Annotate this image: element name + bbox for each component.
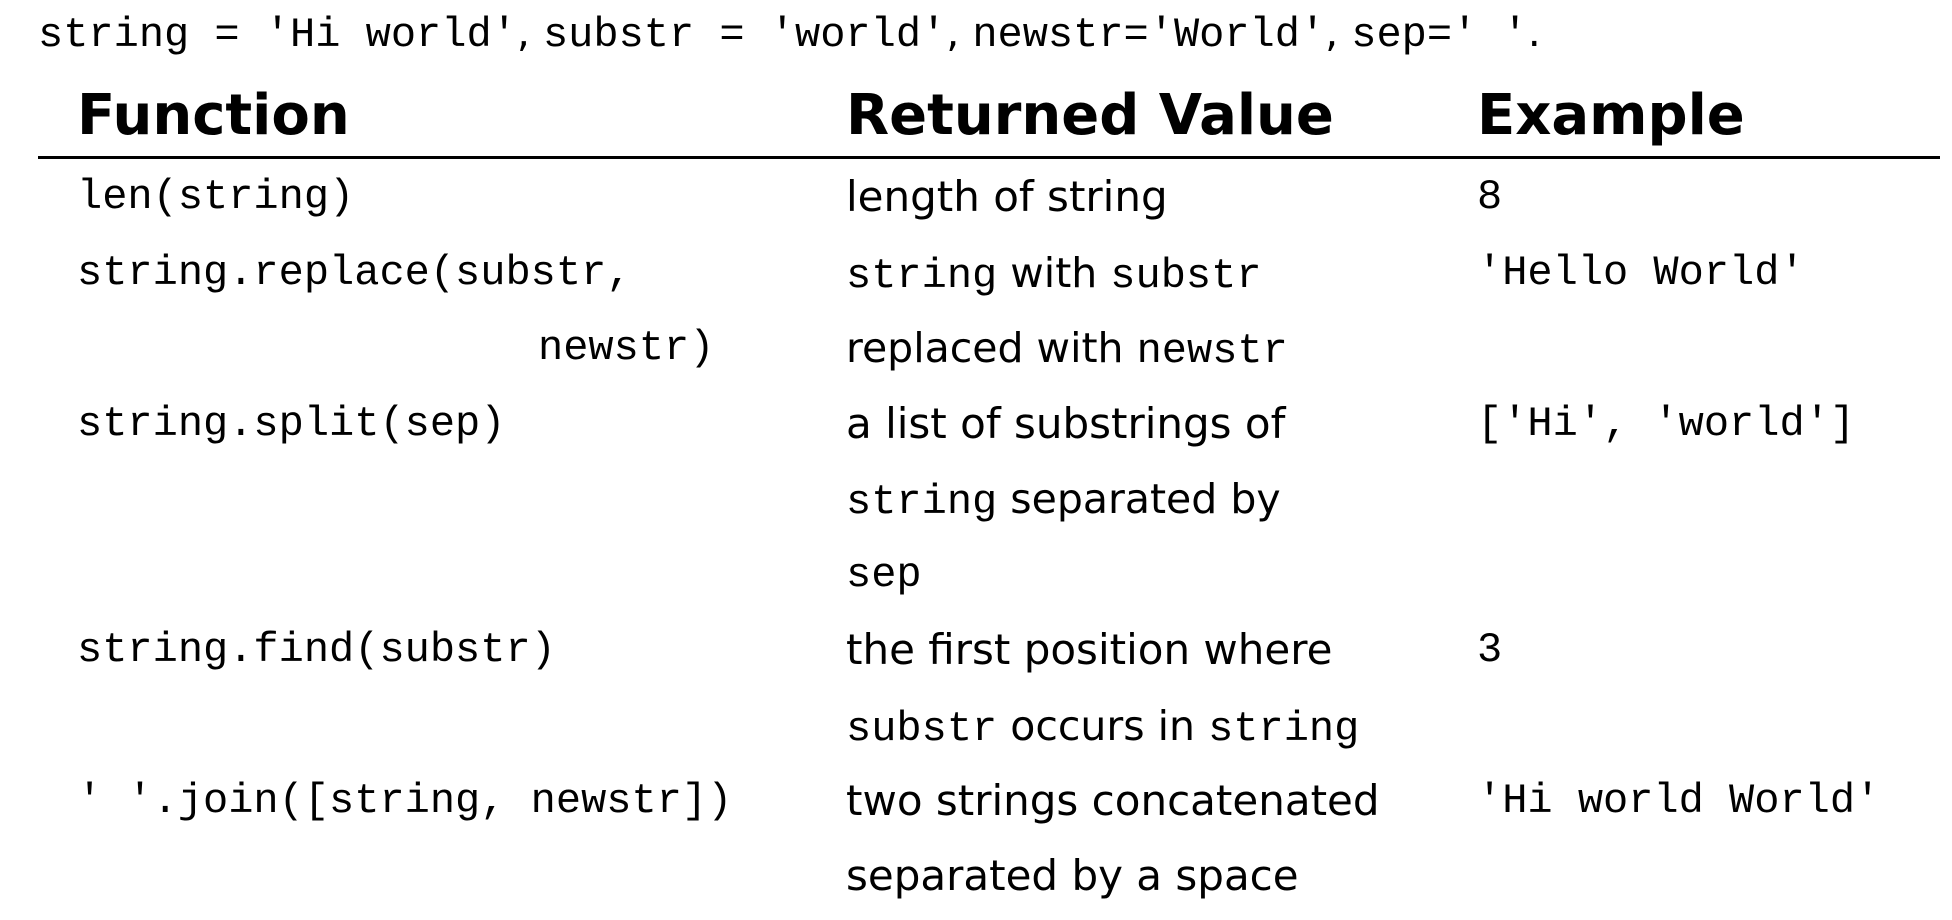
code-text: newstr: [1136, 327, 1288, 375]
returned-cell: a list of substrings of: [846, 399, 1286, 448]
def-separator: ,: [1325, 8, 1352, 56]
header-rule: [38, 156, 1940, 159]
header-example: Example: [1477, 83, 1745, 148]
function-cell: string.split(sep): [77, 400, 506, 448]
def-substr: substr = 'world': [542, 11, 947, 59]
code-text: string: [846, 478, 998, 526]
returned-cell: length of string: [846, 172, 1168, 221]
variable-definitions: string = 'Hi world', substr = 'world', n…: [38, 2, 1541, 65]
returned-cell: the first position where: [846, 625, 1333, 674]
returned-cell-continued: separated by a space: [846, 851, 1299, 900]
returned-text: with: [997, 249, 1111, 297]
example-cell: ['Hi', 'world']: [1477, 400, 1856, 448]
def-separator: ,: [516, 8, 543, 56]
def-string: string = 'Hi world': [38, 11, 517, 59]
code-text: substr: [846, 705, 998, 753]
returned-text: separated by: [997, 475, 1281, 523]
code-text: string: [1208, 705, 1360, 753]
returned-cell: string with substr: [846, 243, 1262, 303]
function-cell: ' '.join([string, newstr]): [77, 777, 733, 825]
table-header: Function Returned Value Example: [0, 78, 1952, 154]
def-newstr: newstr='World': [972, 11, 1326, 59]
header-function: Function: [77, 83, 350, 148]
returned-text: replaced with: [846, 324, 1137, 372]
function-cell: len(string): [77, 173, 355, 221]
example-cell: 3: [1477, 626, 1503, 674]
example-cell: 8: [1477, 173, 1503, 221]
code-text: string: [846, 252, 998, 300]
def-period: .: [1527, 8, 1541, 56]
header-returned-value: Returned Value: [846, 83, 1334, 148]
example-cell: 'Hello World': [1477, 249, 1805, 297]
def-separator: ,: [946, 8, 973, 56]
returned-cell-continued: replaced with newstr: [846, 318, 1288, 378]
returned-cell: two strings concatenated: [846, 776, 1380, 825]
returned-cell-continued: sep: [846, 551, 922, 599]
returned-text: occurs in: [997, 702, 1209, 750]
returned-cell-continued: string separated by: [846, 469, 1281, 529]
def-sep: sep=' ': [1351, 11, 1528, 59]
function-cell: string.replace(substr,: [77, 249, 632, 297]
example-cell: 'Hi world World': [1477, 777, 1881, 825]
code-text: substr: [1110, 252, 1262, 300]
function-cell-continued: newstr): [538, 324, 715, 372]
returned-cell-continued: substr occurs in string: [846, 696, 1359, 756]
function-cell: string.find(substr): [77, 626, 556, 674]
